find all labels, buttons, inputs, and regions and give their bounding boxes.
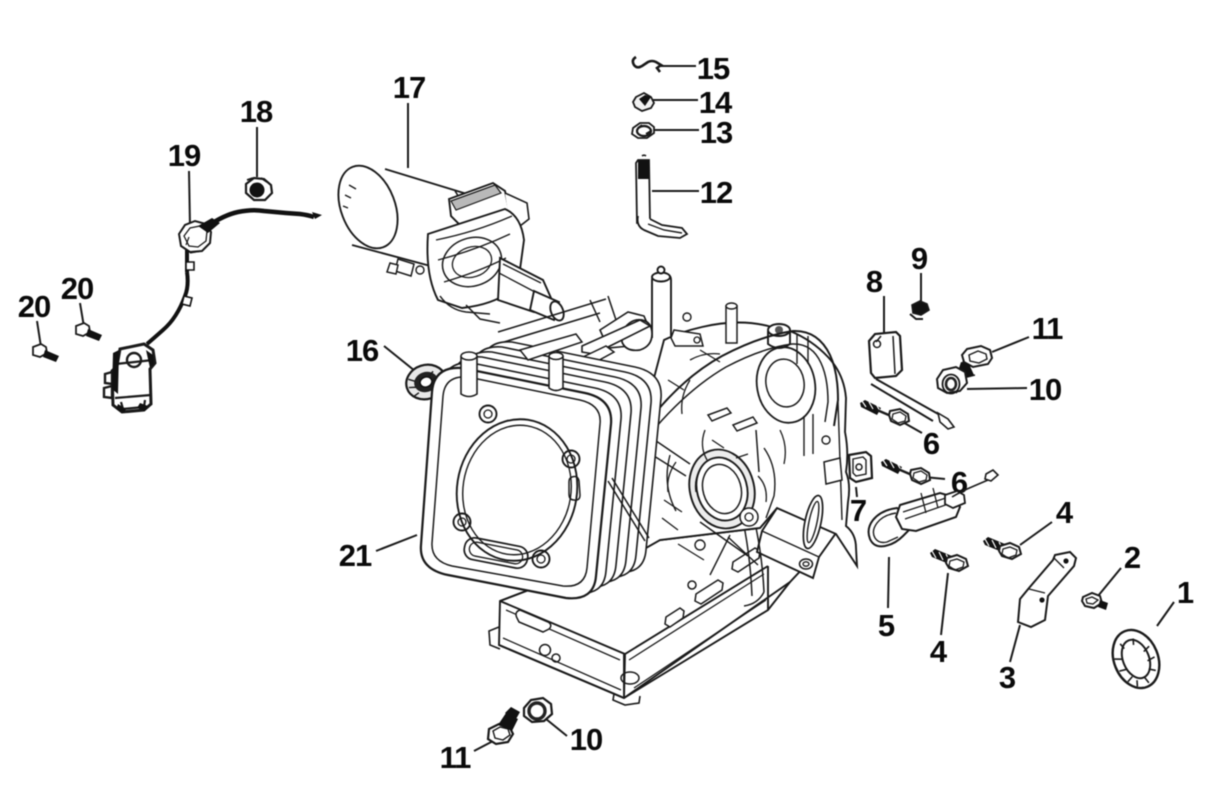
svg-text:1: 1 [1177,575,1194,610]
svg-text:8: 8 [866,264,883,299]
svg-text:3: 3 [999,660,1016,695]
svg-text:20: 20 [61,271,93,306]
svg-text:9: 9 [911,241,928,276]
svg-text:10: 10 [570,722,602,757]
svg-text:21: 21 [339,538,372,573]
svg-text:11: 11 [440,740,472,775]
svg-text:19: 19 [168,138,201,173]
svg-text:15: 15 [697,51,730,86]
svg-text:2: 2 [1124,540,1140,575]
svg-text:6: 6 [923,426,940,461]
svg-text:20: 20 [18,289,50,324]
svg-text:4: 4 [1056,495,1074,530]
svg-text:18: 18 [240,94,273,129]
svg-text:12: 12 [700,175,732,210]
svg-text:5: 5 [878,608,895,643]
svg-text:11: 11 [1032,311,1064,346]
svg-text:13: 13 [700,115,733,150]
svg-text:16: 16 [346,333,379,368]
svg-text:17: 17 [393,70,425,105]
svg-text:10: 10 [1029,372,1061,407]
svg-text:7: 7 [850,493,866,528]
svg-text:14: 14 [699,85,733,120]
svg-text:4: 4 [930,634,948,669]
